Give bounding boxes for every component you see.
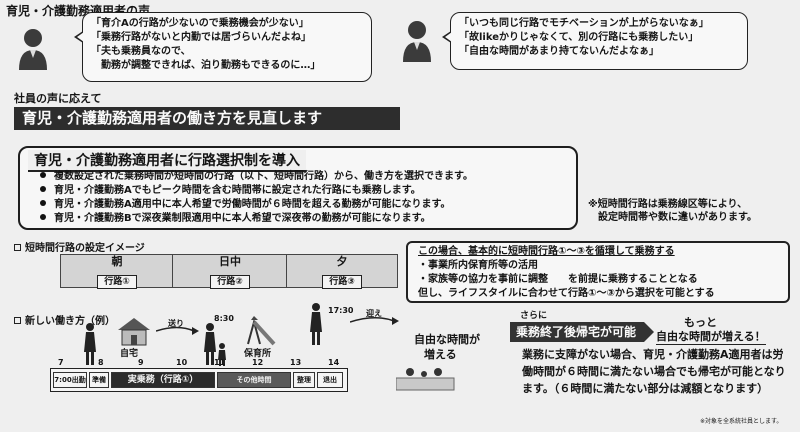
tick-label: 14 (328, 358, 340, 367)
person-icon (403, 21, 431, 62)
side-note-line: 設定時間帯や数に違いがあります。 (588, 212, 757, 223)
square-bullet-icon (14, 244, 21, 251)
response-banner: 育児・介護勤務適用者の働き方を見直します (14, 107, 400, 130)
bullet-dot-icon (40, 186, 46, 192)
mother-figure-icon (84, 323, 96, 365)
free-time-line: 自由な時間が (414, 333, 480, 346)
short-route-title: 短時間行路の設定イメージ (25, 243, 145, 254)
timeline-cell-work: 実乗務（行路①） (111, 372, 215, 388)
info-line: この場合、基本的に短時間行路①～③を循環して乗務する (418, 246, 675, 257)
bullet-item: 育児・介護勤務Aでもピーク時間を含む時間帯に設定された行路にも乗務します。 (40, 184, 473, 198)
playground-icon (247, 316, 276, 346)
tick-label: 9 (138, 358, 144, 367)
mother-child-icon (204, 323, 226, 366)
staff-figure-icon (310, 303, 322, 345)
nursery-label: 保育所 (244, 349, 272, 359)
route-select-bullets: 複数設定された乗務時間が短時間の行路（以下、短時間行路）から、働き方を選択できま… (40, 170, 473, 226)
period-route: 行路① (97, 275, 137, 289)
bubble-line: 「育介Aの行路が少ないので乗務機会が少ない」 (91, 18, 309, 29)
bullet-item: 育児・介護勤務A適用中に本人希望で労働時間が６時間を超える勤務が可能になります。 (40, 198, 473, 212)
bubble-line: 「夫も乗務員なので、 (91, 46, 191, 57)
period-name: 夕 (336, 255, 348, 268)
info-line: 但し、ライフスタイルに合わせて行路①～③から選択を可能とする (418, 288, 715, 299)
info-line: ・事業所内保育所等の活用 (418, 260, 538, 271)
arrow-right-icon (350, 317, 399, 325)
pickup-label: 迎え (366, 309, 382, 318)
more-free-label: 自由な時間が増える！ (656, 330, 766, 345)
right-speech-bubble: 「いつも同じ行路でモチベーションが上がらないなぁ」 「故likeかりじゃなくて、… (442, 12, 748, 70)
timeline-cell-clean: 整理 (293, 372, 315, 388)
timeline-cell-start: 7:00出勤 (53, 372, 87, 388)
period-evening: 夕 行路③ (286, 254, 398, 289)
route-select-side-note: ※短時間行路は乗務線区等により、 設定時間帯や数に違いがあります。 (588, 198, 757, 224)
timeline-cell-prep: 準備 (89, 372, 109, 388)
further-text: 業務に支障がない場合、育児・介護勤務A適用者は労 働時間が６時間に満たない場合で… (522, 346, 786, 397)
bubble-line: 「故likeかりじゃなくて、別の行路にも乗務したい」 (459, 32, 699, 43)
more-label: もっと (684, 316, 717, 329)
time-830-label: 8:30 (214, 314, 234, 323)
further-dark-bar: 乗務終了後帰宅が可能 (510, 322, 654, 342)
period-route: 行路③ (322, 275, 362, 289)
tick-label: 7 (58, 358, 64, 367)
bubble-line: 勤務が調整できれば、泊り勤務もできるのに…」 (91, 60, 321, 71)
timeline-bar: 7:00出勤 準備 実乗務（行路①） その他時間 整理 退出 (50, 368, 348, 392)
bullet-text: 育児・介護勤務Bで深夜業制限適用中に本人希望で深夜帯の勤務が可能になります。 (54, 213, 431, 224)
tick-label: 12 (252, 358, 264, 367)
further-line: 働時間が６時間に満たない場合でも帰宅が可能となり (522, 365, 786, 378)
period-name: 朝 (111, 255, 123, 268)
short-route-title-row: 短時間行路の設定イメージ (14, 239, 145, 254)
further-line: ます。（６時間に満たない部分は減額となります） (522, 382, 769, 395)
free-time-callout: 自由な時間が 増える (414, 332, 480, 362)
bullet-text: 育児・介護勤務A適用中に本人希望で労働時間が６時間を超える勤務が可能になります。 (54, 199, 451, 210)
new-workstyle-title-row: 新しい働き方（例） (14, 312, 115, 327)
footnote: ※対象を全系統社員とします。 (700, 418, 783, 425)
timeline-cell-other: その他時間 (217, 372, 291, 388)
tick-label: 11 (214, 358, 226, 367)
bullet-item: 育児・介護勤務Bで深夜業制限適用中に本人希望で深夜帯の勤務が可能になります。 (40, 212, 473, 226)
tick-label: 13 (290, 358, 302, 367)
new-workstyle-title: 新しい働き方（例） (25, 316, 115, 327)
free-time-line: 増える (424, 348, 457, 361)
period-strip: 朝 行路① 日中 行路② 夕 行路③ (60, 254, 398, 294)
send-label: 送り (168, 319, 184, 328)
side-note-line: ※短時間行路は乗務線区等により、 (588, 199, 748, 210)
home-label: 自宅 (120, 349, 139, 359)
left-speech-bubble: 「育介Aの行路が少ないので乗務機会が少ない」 「乗務行路がないと内勤では居づらい… (74, 12, 372, 82)
time-1730-label: 17:30 (328, 306, 354, 315)
further-line: 業務に支障がない場合、育児・介護勤務A適用者は労 (522, 348, 784, 361)
info-line: ・家族等の協力を事前に調整 を前提に乗務することとなる (418, 274, 698, 285)
bubble-line: 「乗務行路がないと内勤では居づらいんだよね」 (91, 32, 311, 43)
more-free-callout: もっと 自由な時間が増える！ (656, 316, 766, 345)
route-select-title: 育児・介護勤務適用者に行路選択制を導入 (28, 150, 306, 172)
response-lead: 社員の声に応えて (14, 92, 102, 105)
bubble-line: 「いつも同じ行路でモチベーションが上がらないなぁ」 (459, 18, 709, 29)
bullet-item: 複数設定された乗務時間が短時間の行路（以下、短時間行路）から、働き方を選択できま… (40, 170, 473, 184)
timeline-cell-end: 退出 (317, 372, 343, 388)
family-icon (396, 368, 455, 391)
bullet-text: 複数設定された乗務時間が短時間の行路（以下、短時間行路）から、働き方を選択できま… (54, 171, 473, 182)
tick-label: 10 (176, 358, 188, 367)
bullet-dot-icon (40, 200, 46, 206)
period-morning: 朝 行路① (60, 254, 174, 289)
arrow-right-icon (156, 326, 199, 335)
house-icon (118, 318, 150, 346)
tick-label: 8 (98, 358, 104, 367)
person-icon (19, 29, 47, 70)
further-lead: さらに (520, 311, 548, 321)
period-name: 日中 (219, 255, 241, 268)
bubble-line: 「自由な時間があまり持てないんだよなぁ」 (459, 46, 659, 57)
period-daytime: 日中 行路② (172, 254, 288, 289)
period-route: 行路② (210, 275, 250, 289)
bullet-dot-icon (40, 214, 46, 220)
bullet-dot-icon (40, 172, 46, 178)
square-bullet-icon (14, 317, 21, 324)
bullet-text: 育児・介護勤務Aでもピーク時間を含む時間帯に設定された行路にも乗務します。 (54, 185, 421, 196)
timeline-ticks: 7 8 9 10 11 12 13 14 (58, 358, 358, 368)
info-box: この場合、基本的に短時間行路①～③を循環して乗務する ・事業所内保育所等の活用 … (406, 241, 790, 303)
